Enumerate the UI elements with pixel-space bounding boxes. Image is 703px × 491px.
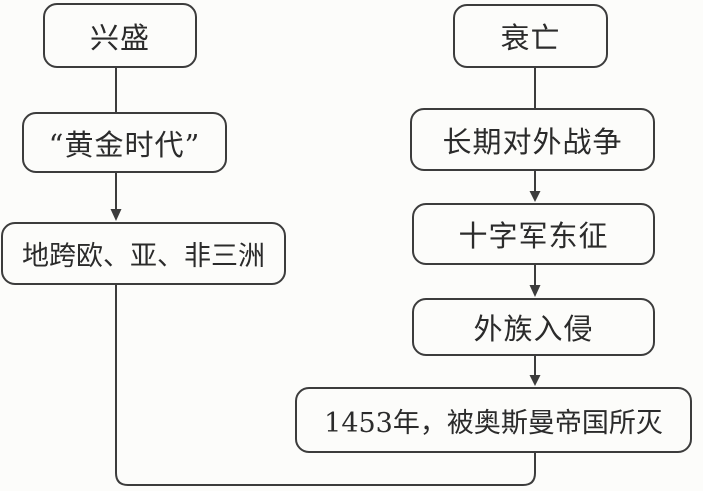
connector-merge-bracket bbox=[115, 285, 536, 486]
arrowhead-crusades bbox=[529, 191, 541, 202]
arrowhead-fall bbox=[529, 375, 541, 386]
arrowhead-invasion bbox=[529, 285, 541, 297]
node-foreign-invasion: 外族入侵 bbox=[412, 298, 655, 356]
node-crusades: 十字军东征 bbox=[412, 203, 655, 265]
node-golden-age: “黄金时代” bbox=[22, 112, 227, 173]
node-fall-1453: 1453年，被奥斯曼帝国所灭 bbox=[295, 387, 692, 453]
node-foreign-wars: 长期对外战争 bbox=[410, 108, 655, 171]
node-prosperity: 兴盛 bbox=[43, 3, 197, 68]
arrowhead-continents bbox=[110, 209, 122, 221]
node-decline: 衰亡 bbox=[453, 4, 608, 68]
node-three-continents: 地跨欧、亚、非三洲 bbox=[1, 222, 286, 285]
